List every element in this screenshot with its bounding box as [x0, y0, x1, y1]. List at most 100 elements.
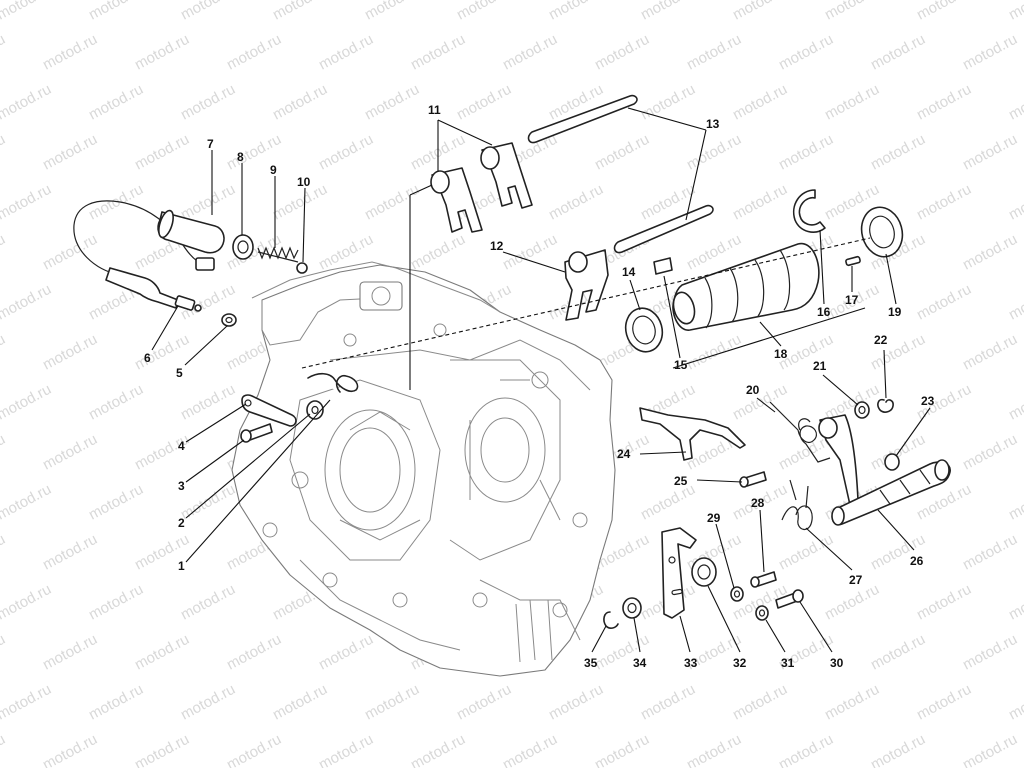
watermark-text: motod.ru — [1006, 81, 1024, 124]
callout-15: 15 — [674, 358, 688, 372]
watermark-text: motod.ru — [868, 31, 928, 74]
watermark-text: motod.ru — [0, 631, 8, 674]
callout-4: 4 — [178, 439, 185, 453]
watermark-text: motod.ru — [822, 581, 882, 624]
leader-lines — [151, 107, 931, 653]
callout-22: 22 — [874, 333, 888, 347]
watermark-text: motod.ru — [822, 0, 882, 24]
watermark-text: motod.ru — [0, 481, 54, 524]
watermark-text: motod.ru — [1006, 0, 1024, 24]
watermark-text: motod.ru — [0, 181, 54, 224]
watermark-text: motod.ru — [0, 231, 8, 274]
watermark-text: motod.ru — [914, 281, 974, 324]
callout-18: 18 — [774, 347, 788, 361]
watermark-text: motod.ru — [178, 181, 238, 224]
watermark-text: motod.ru — [40, 531, 100, 574]
callout-29: 29 — [707, 511, 721, 525]
watermark-text: motod.ru — [408, 231, 468, 274]
watermark-text: motod.ru — [822, 81, 882, 124]
watermark-text: motod.ru — [1006, 281, 1024, 324]
watermark-text: motod.ru — [1006, 581, 1024, 624]
watermark-text: motod.ru — [1006, 681, 1024, 724]
callout-9: 9 — [270, 163, 277, 177]
callout-12: 12 — [490, 239, 504, 253]
watermark-text: motod.ru — [86, 581, 146, 624]
callout-25: 25 — [674, 474, 688, 488]
watermark-text: motod.ru — [684, 731, 744, 768]
selector-drum-part — [672, 242, 820, 331]
callout-17: 17 — [845, 293, 859, 307]
watermark-text: motod.ru — [1006, 481, 1024, 524]
watermark-text: motod.ru — [914, 581, 974, 624]
watermark-text: motod.ru — [224, 31, 284, 74]
watermark-text: motod.ru — [0, 331, 8, 374]
callout-33: 33 — [684, 656, 698, 670]
callout-6: 6 — [144, 351, 151, 365]
callout-32: 32 — [733, 656, 747, 670]
callout-24: 24 — [617, 447, 631, 461]
watermark-text: motod.ru — [592, 131, 652, 174]
watermark-text: motod.ru — [546, 181, 606, 224]
watermark-text: motod.ru — [868, 131, 928, 174]
watermark-text: motod.ru — [776, 131, 836, 174]
watermark-text: motod.ru — [776, 31, 836, 74]
watermark-text: motod.ru — [40, 31, 100, 74]
watermark-text: motod.ru — [454, 81, 514, 124]
callout-11: 11 — [428, 103, 441, 117]
watermark-text: motod.ru — [0, 581, 54, 624]
watermark-text: motod.ru — [960, 131, 1020, 174]
watermark-text: motod.ru — [408, 31, 468, 74]
watermark-text: motod.ru — [914, 681, 974, 724]
watermark-text: motod.ru — [684, 331, 744, 374]
watermark-text: motod.ru — [0, 681, 54, 724]
watermark-text: motod.ru — [0, 531, 8, 574]
watermark-text: motod.ru — [362, 81, 422, 124]
crankcase — [231, 261, 616, 677]
callout-1: 1 — [178, 559, 185, 573]
watermark-text: motod.ru — [592, 731, 652, 768]
watermark-text: motod.ru — [914, 0, 974, 24]
watermark-text: motod.ru — [730, 81, 790, 124]
watermark-text: motod.ru — [224, 731, 284, 768]
watermark-text: motod.ru — [500, 731, 560, 768]
callout-20: 20 — [746, 383, 760, 397]
watermark-text: motod.ru — [270, 81, 330, 124]
watermark-text: motod.ru — [960, 631, 1020, 674]
watermark-text: motod.ru — [362, 681, 422, 724]
watermark-text: motod.ru — [730, 181, 790, 224]
watermark-text: motod.ru — [40, 731, 100, 768]
callout-26: 26 — [910, 554, 924, 568]
watermark-text: motod.ru — [86, 81, 146, 124]
watermark-text: motod.ru — [40, 431, 100, 474]
watermark-text: motod.ru — [960, 231, 1020, 274]
watermark-text: motod.ru — [960, 731, 1020, 768]
watermark-text: motod.ru — [776, 731, 836, 768]
callout-13: 13 — [706, 117, 720, 131]
watermark-text: motod.ru — [0, 431, 8, 474]
watermark-text: motod.ru — [132, 131, 192, 174]
watermark-text: motod.ru — [132, 31, 192, 74]
watermark-text: motod.ru — [178, 81, 238, 124]
watermark-text: motod.ru — [454, 681, 514, 724]
watermark-text: motod.ru — [132, 631, 192, 674]
watermark-text: motod.ru — [316, 131, 376, 174]
watermark-text: motod.ru — [178, 681, 238, 724]
watermark-text: motod.ru — [0, 281, 54, 324]
watermark-text: motod.ru — [914, 181, 974, 224]
watermark-text: motod.ru — [362, 181, 422, 224]
watermark-text: motod.ru — [178, 0, 238, 24]
watermark-text: motod.ru — [40, 231, 100, 274]
watermark-text: motod.ru — [684, 131, 744, 174]
callout-labels: 1 2 3 4 5 6 7 8 9 10 11 12 13 14 15 16 1… — [144, 103, 935, 670]
watermark-text: motod.ru — [178, 381, 238, 424]
callout-23: 23 — [921, 394, 935, 408]
callout-34: 34 — [633, 656, 647, 670]
watermark-text: motod.ru — [40, 331, 100, 374]
watermark-text: motod.ru — [316, 731, 376, 768]
watermark-text: motod.ru — [132, 331, 192, 374]
watermark-text: motod.ru — [0, 381, 54, 424]
watermark-text: motod.ru — [1006, 181, 1024, 224]
callout-19: 19 — [888, 305, 902, 319]
callout-14: 14 — [622, 265, 636, 279]
